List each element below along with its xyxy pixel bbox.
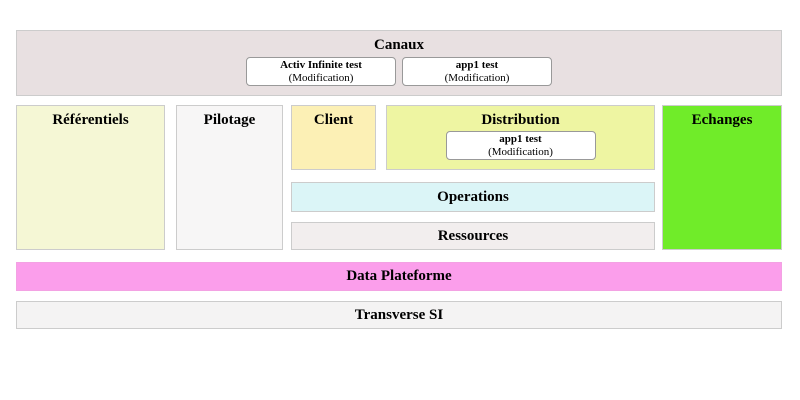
zone-data-plateforme: Data Plateforme: [16, 262, 782, 291]
zone-canaux: Canaux Activ Infinite test (Modification…: [16, 30, 782, 96]
canaux-apps-row: Activ Infinite test (Modification) app1 …: [17, 57, 781, 86]
zone-referentiels-title: Référentiels: [52, 112, 129, 128]
zone-referentiels: Référentiels: [16, 105, 165, 250]
zone-data-plateforme-title: Data Plateforme: [346, 268, 452, 284]
zone-canaux-title: Canaux: [373, 37, 425, 53]
app-card-name: app1 test: [455, 58, 499, 71]
zone-echanges-title: Echanges: [691, 112, 753, 128]
zone-operations-title: Operations: [437, 188, 509, 205]
app-card-app1-test-canaux[interactable]: app1 test (Modification): [402, 57, 552, 86]
zone-pilotage: Pilotage: [176, 105, 283, 250]
app-card-status: (Modification): [444, 71, 510, 84]
zone-operations: Operations: [291, 182, 655, 212]
app-card-name: app1 test: [499, 132, 542, 145]
zone-transverse-si-title: Transverse SI: [354, 306, 444, 323]
zone-ressources-title: Ressources: [437, 227, 509, 244]
zone-ressources: Ressources: [291, 222, 655, 250]
app-card-name: Activ Infinite test: [280, 58, 362, 71]
app-card-status: (Modification): [488, 145, 553, 158]
zone-client: Client: [291, 105, 376, 170]
app-card-activ-infinite-test[interactable]: Activ Infinite test (Modification): [246, 57, 396, 86]
zone-pilotage-title: Pilotage: [203, 112, 256, 128]
zone-client-title: Client: [313, 112, 354, 128]
zone-echanges: Echanges: [662, 105, 782, 250]
app-card-status: (Modification): [288, 71, 354, 84]
distribution-apps-row: app1 test (Modification): [387, 131, 654, 160]
app-card-app1-test-distribution[interactable]: app1 test (Modification): [445, 131, 596, 160]
zone-distribution-title: Distribution: [481, 112, 560, 128]
zone-distribution: Distribution app1 test (Modification): [386, 105, 655, 170]
zone-transverse-si: Transverse SI: [16, 301, 782, 329]
